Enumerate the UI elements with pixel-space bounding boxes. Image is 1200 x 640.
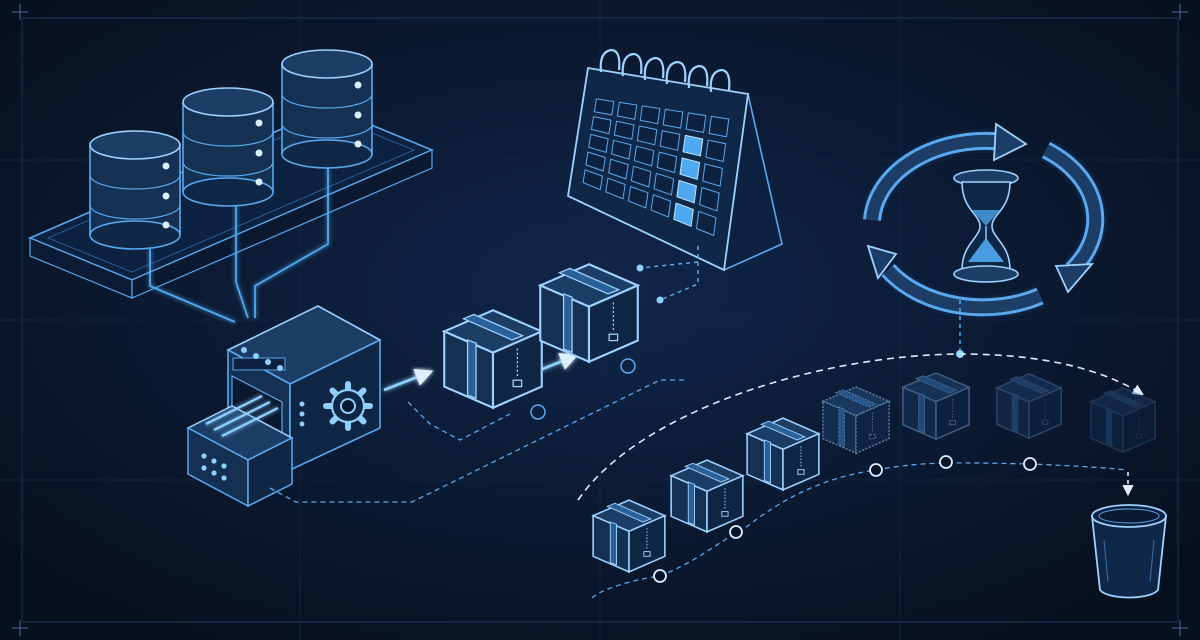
- archive-box-icon: [670, 459, 744, 533]
- calendar-day-highlight: [676, 179, 697, 204]
- calendar-day: [588, 133, 609, 153]
- calendar-day: [639, 105, 661, 125]
- calendar-day: [633, 145, 655, 167]
- calendar-day-highlight: [673, 202, 694, 228]
- calendar-day: [585, 151, 606, 172]
- corner-marks: [12, 4, 1188, 636]
- archive-box-icon: [746, 417, 820, 491]
- calendar-day: [593, 98, 615, 116]
- calendar-day: [582, 169, 603, 191]
- timeline-nodes: [653, 455, 1037, 583]
- calendar-day-highlight: [682, 134, 704, 157]
- compression-machine-icon: [186, 305, 382, 508]
- hourglass-icon: [953, 169, 1019, 283]
- calendar-day: [616, 101, 638, 120]
- calendar-day: [699, 186, 720, 212]
- transfer-arrow: [539, 352, 579, 372]
- calendar-link: [639, 246, 699, 301]
- calendar-day: [708, 115, 730, 138]
- calendar-day: [659, 130, 681, 151]
- database-server-icon: [27, 49, 435, 299]
- gear-icon: [323, 381, 373, 431]
- calendar-day: [608, 158, 629, 180]
- data-cables: [149, 168, 329, 323]
- calendar-day: [590, 116, 612, 135]
- calendar-icon: [567, 48, 783, 272]
- calendar-day: [636, 125, 658, 146]
- calendar-day-highlight: [679, 157, 701, 181]
- archive-box-icon: [592, 499, 666, 573]
- server-cylinder-3: [281, 49, 373, 169]
- output-arrow: [383, 368, 434, 392]
- calendar-day: [605, 177, 626, 200]
- calendar-day: [653, 172, 675, 196]
- server-cylinder-1: [89, 130, 181, 250]
- link-node: [656, 296, 664, 304]
- link-node: [636, 264, 644, 272]
- calendar-day: [630, 165, 652, 188]
- calendar-day: [650, 194, 672, 218]
- calendar-day: [705, 139, 727, 163]
- archive-box-icon: [539, 263, 639, 363]
- trash-bin-icon: [1090, 504, 1168, 599]
- calendar-day: [627, 185, 649, 209]
- conveyor-node: [530, 404, 546, 420]
- archive-box-icon: [902, 372, 970, 440]
- refresh-cycle-icon: [860, 122, 1108, 320]
- aging-arc-arrow: [577, 353, 1144, 501]
- archive-box-icon: [443, 309, 543, 409]
- calendar-day: [613, 120, 635, 140]
- server-cylinder-2: [182, 87, 274, 207]
- calendar-day: [695, 210, 717, 237]
- archive-box-icon: [822, 386, 890, 454]
- calendar-day: [702, 163, 723, 187]
- calendar-day: [610, 139, 632, 160]
- conveyor-node: [620, 358, 636, 374]
- archive-box-icon: [1089, 386, 1157, 454]
- calendar-day: [662, 108, 684, 129]
- archive-box-icon: [995, 372, 1063, 440]
- calendar-day: [685, 112, 707, 133]
- calendar-grid: [582, 98, 730, 237]
- frame-border: [21, 17, 1179, 623]
- calendar-day: [656, 151, 678, 174]
